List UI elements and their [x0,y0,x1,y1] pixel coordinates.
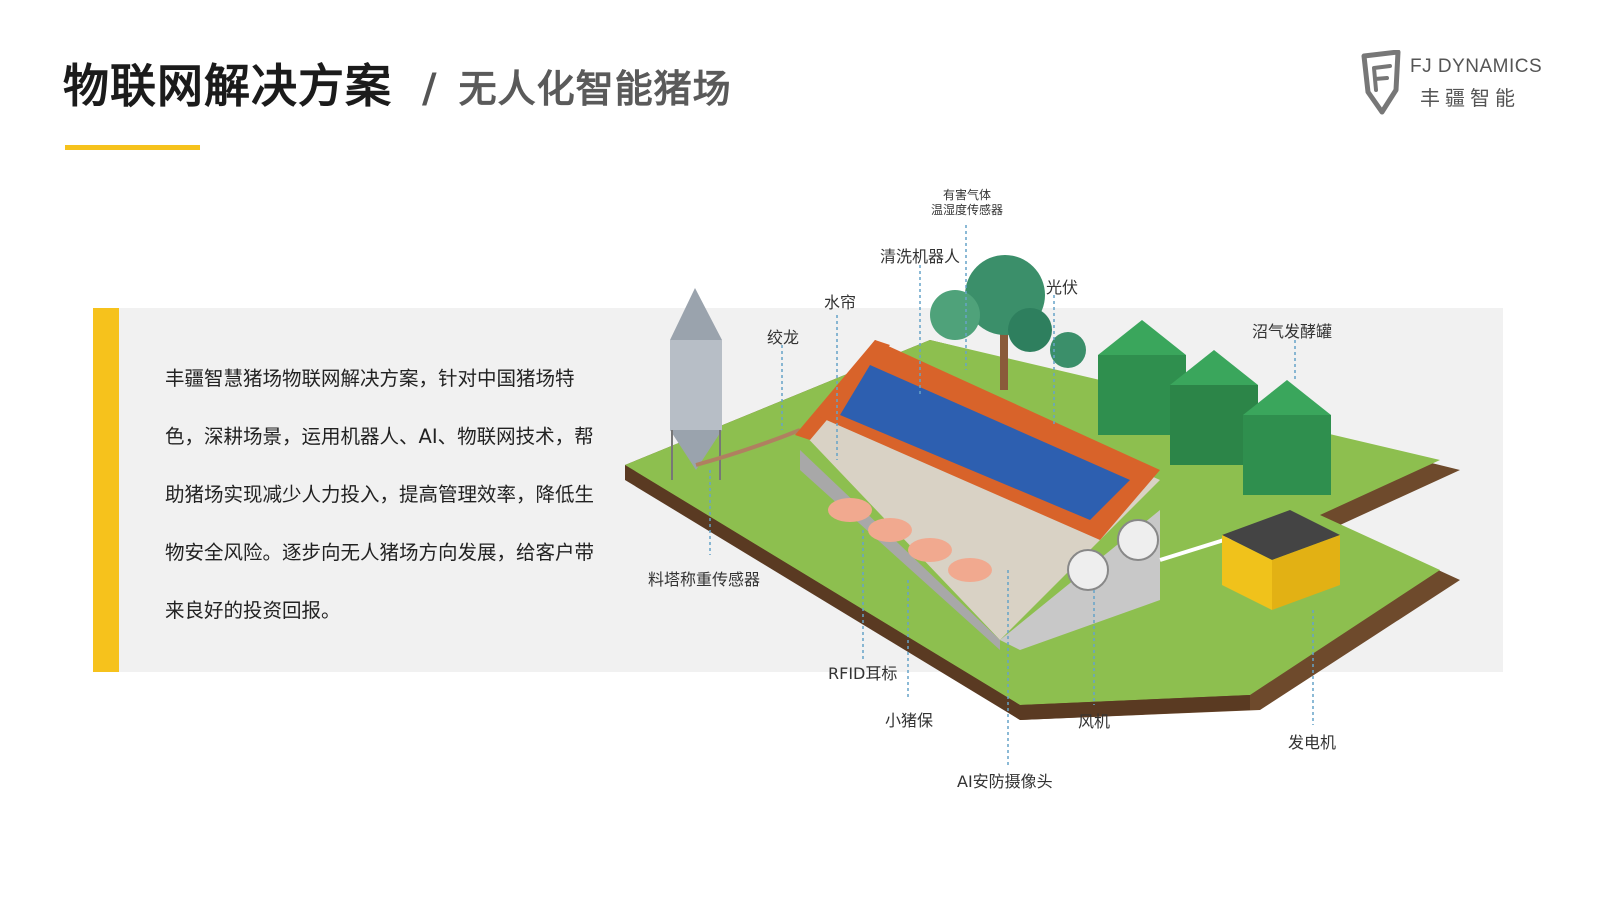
label-rfid-tag: RFID耳标 [828,664,898,683]
label-gas-sensor-line2: 温湿度传感器 [930,203,1003,217]
label-gas-sensor: 有害气体 温湿度传感器 [922,188,1012,218]
pig-house [795,340,1241,650]
logo-chinese: 丰疆智能 [1420,86,1520,110]
label-ai-camera: AI安防摄像头 [957,772,1053,791]
label-water-curtain: 水帘 [824,293,857,312]
label-cleaning-robot: 清洗机器人 [880,247,961,266]
generator [1222,510,1340,610]
smart-pig-farm-illustration: 有害气体 温湿度传感器 清洗机器人 光伏 水帘 绞龙 沼气发酵罐 料塔称重传感器… [600,180,1600,820]
page-title: 物联网解决方案 [63,59,392,113]
farm-svg [625,225,1460,765]
label-auger: 绞龙 [767,328,800,347]
fj-shield-logo-icon [1361,50,1401,115]
label-generator: 发电机 [1288,733,1337,752]
company-logo: FJ DYNAMICS 丰疆智能 [1360,50,1550,120]
label-gas-sensor-line1: 有害气体 [942,188,991,202]
label-feed-tower-sensor: 料塔称重传感器 [648,570,761,589]
callout-lines [709,225,1314,765]
description-text: 丰疆智慧猪场物联网解决方案，针对中国猪场特色，深耕场景，运用机器人、AI、物联网… [165,367,595,622]
label-fan: 风机 [1078,712,1111,731]
feed-tower [670,288,801,480]
page-subtitle: 无人化智能猪场 [458,67,732,111]
label-solar: 光伏 [1046,278,1079,297]
logo-english: FJ DYNAMICS [1410,56,1543,77]
panel-accent-bar [93,308,119,672]
title-underline [65,145,200,150]
biogas-tanks [1098,320,1331,495]
label-piglet-heater: 小猪保 [885,711,934,730]
label-biogas-tank: 沼气发酵罐 [1252,322,1333,341]
page-title-row: 物联网解决方案 / 无人化智能猪场 [63,50,732,120]
trees [930,255,1086,390]
title-separator: / [422,66,437,112]
